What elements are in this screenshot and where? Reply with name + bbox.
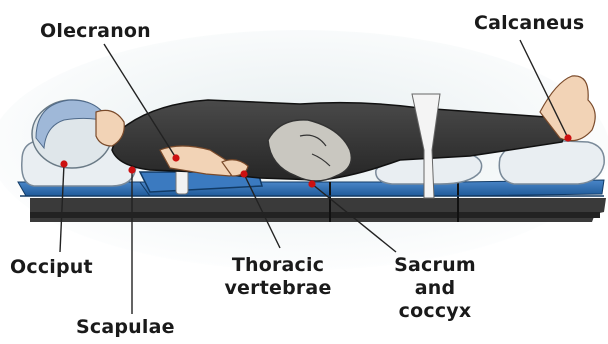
pressure-point-scapulae xyxy=(128,166,135,173)
pressure-point-olecranon xyxy=(172,154,179,161)
pressure-point-thoracic xyxy=(240,170,247,177)
table-shadow xyxy=(30,212,600,218)
label-thoracic-vertebrae: Thoracic vertebrae xyxy=(208,254,348,300)
pressure-point-occiput xyxy=(60,160,67,167)
pressure-point-sacrum xyxy=(308,180,315,187)
label-sacrum-line-3: coccyx xyxy=(376,300,494,323)
label-thoracic-line-1: Thoracic xyxy=(208,254,348,277)
label-olecranon: Olecranon xyxy=(40,20,151,43)
table-base xyxy=(30,198,606,222)
label-thoracic-line-2: vertebrae xyxy=(208,277,348,300)
label-scapulae: Scapulae xyxy=(76,316,175,339)
label-sacrum-line-1: Sacrum xyxy=(376,254,494,277)
label-sacrum-coccyx: Sacrum and coccyx xyxy=(376,254,494,323)
label-sacrum-line-2: and xyxy=(376,277,494,300)
label-occiput: Occiput xyxy=(10,256,93,279)
pressure-point-calcaneus xyxy=(564,134,571,141)
label-calcaneus: Calcaneus xyxy=(474,12,584,35)
